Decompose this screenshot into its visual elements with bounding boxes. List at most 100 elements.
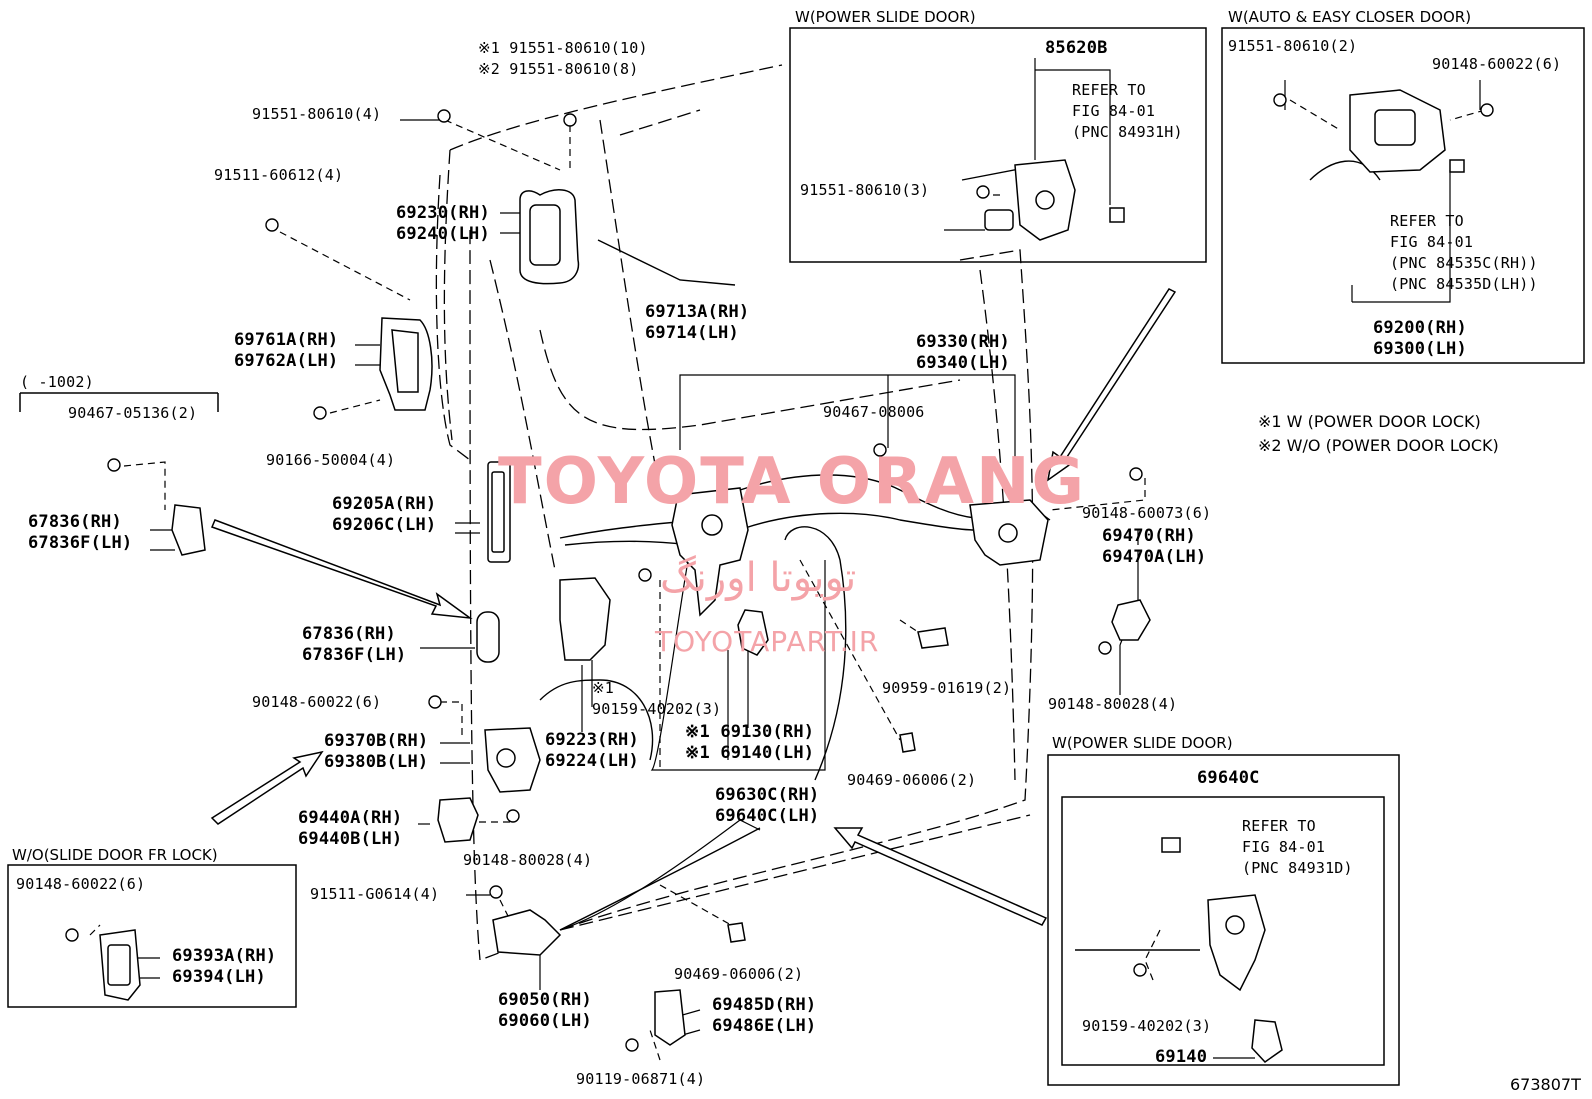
label-69486e: 69486E(LH) [712,1016,817,1036]
rear-lock-gear [998,523,1018,543]
label-91551-80610-8: ※2 91551-80610(8) [478,60,639,78]
label-91551-80610-4: 91551-80610(4) [252,105,382,123]
arrow-to-front-lock [210,750,324,825]
label-90166-50004: 90166-50004(4) [266,451,396,469]
lock-69393-inner [107,944,131,986]
label-69470: 69470(RH) [1102,526,1196,546]
label-91551-80610-2: 91551-80610(2) [1228,37,1358,55]
label-69300: 69300(LH) [1373,339,1467,359]
front-lock-gear [496,748,516,768]
lock-cover-small [171,504,206,556]
label-90148-80028-front: 90148-80028(4) [463,851,593,869]
watermark-main: TOYOTA ORANG [498,445,1087,519]
label-90159-40202-main: 90159-40202(3) [592,700,722,718]
power-slide-connector [1109,207,1125,223]
label-69140-box: 69140 [1155,1047,1208,1067]
label-90467-08006: 90467-08006 [823,403,925,421]
label-69380b: 69380B(LH) [324,752,429,772]
bottom-connector [1161,837,1181,853]
label-69762a: 69762A(LH) [234,351,339,371]
label-69240: 69240(LH) [396,224,490,244]
label-refer-a-2: FIG 84-01 [1072,102,1156,120]
label-69761a: 69761A(RH) [234,330,339,350]
label-91551-80610-10: ※1 91551-80610(10) [478,39,648,57]
label-69393a: 69393A(RH) [172,946,277,966]
arrow-to-top-box [1046,288,1177,482]
label-90148-60073: 90148-60073(6) [1082,504,1212,522]
outside-handle-grip [529,204,561,266]
title-power-slide-top: W(POWER SLIDE DOOR) [795,8,976,26]
legend-note-2: ※2 W/O (POWER DOOR LOCK) [1258,436,1499,455]
label-69230: 69230(RH) [396,203,490,223]
label-91511-g0614: 91511-G0614(4) [310,885,440,903]
label-refer-b-2: FIG 84-01 [1390,233,1474,251]
figure-code: 673807T [1510,1075,1581,1094]
label-69224: 69224(LH) [545,751,639,771]
label-69370b: 69370B(RH) [324,731,429,751]
label-refer-c-1: REFER TO [1242,817,1316,835]
lower-lock-69050 [492,909,562,956]
label-69640c-box: 69640C [1197,768,1260,788]
label-67836-top: 67836(RH) [28,512,122,532]
label-69440b: 69440B(LH) [298,829,403,849]
door-outline [435,64,1034,961]
inside-handle-69223 [559,577,611,661]
label-90467-05136: 90467-05136(2) [68,404,198,422]
box-power-slide-top [789,27,1207,263]
clip-90959 [917,627,949,649]
label-90959-01619: 90959-01619(2) [882,679,1012,697]
bottom-lock-assembly [1207,894,1266,992]
easy-closer-connector [1449,159,1465,173]
label-1002: ( -1002) [20,373,94,391]
label-69200: 69200(RH) [1373,318,1467,338]
inside-handle-inner [391,329,419,393]
label-90148-60022-closer: 90148-60022(6) [1432,55,1562,73]
label-90159-40202-box: 90159-40202(3) [1082,1017,1212,1035]
box-auto-easy-closer [1221,27,1585,364]
easy-closer-housing [1374,109,1416,146]
power-slide-gear [1035,190,1055,210]
label-refer-b-4: (PNC 84535D(LH)) [1390,275,1538,293]
clip-90469-b [727,922,746,943]
title-wo-slide-door: W/O(SLIDE DOOR FR LOCK) [12,846,218,864]
label-90469-06006-lower: 90469-06006(2) [674,965,804,983]
label-69640c-main: 69640C(LH) [715,806,820,826]
label-90148-60022-front: 90148-60022(6) [252,693,382,711]
label-91511-60612: 91511-60612(4) [214,166,344,184]
bracket-69485 [654,989,686,1046]
label-69060: 69060(LH) [498,1011,592,1031]
label-90119-06871: 90119-06871(4) [576,1070,706,1088]
label-69440a: 69440A(RH) [298,808,403,828]
title-auto-easy-closer: W(AUTO & EASY CLOSER DOOR) [1228,8,1472,26]
label-90148-60022-wo: 90148-60022(6) [16,875,146,893]
legend-note-1: ※1 W (POWER DOOR LOCK) [1258,412,1481,431]
box-power-slide-bottom-inner [1061,796,1385,1066]
rear-handle-inner [491,471,505,553]
view-arrows [210,288,1177,926]
striker [1111,599,1151,641]
arrow-to-cap [210,519,473,620]
label-85620b: 85620B [1045,38,1108,58]
center-lock-assembly [671,487,749,617]
label-69130: ※1 69130(RH) [685,722,815,742]
label-69205a: 69205A(RH) [332,494,437,514]
label-90469-06006-upper: 90469-06006(2) [847,771,977,789]
label-67836-mid: 67836(RH) [302,624,396,644]
label-69330: 69330(RH) [916,332,1010,352]
roller-69440 [437,797,479,843]
box-power-slide-bottom [1047,754,1400,1086]
label-refer-b-3: (PNC 84535C(RH)) [1390,254,1538,272]
box-wo-slide-door [7,864,297,1008]
label-refer-b-1: REFER TO [1390,212,1464,230]
bottom-motor-69140 [1251,1019,1283,1063]
watermark-farsi: تویوتا اورنگ [660,555,857,601]
label-69470a: 69470A(LH) [1102,547,1207,567]
label-refer-c-2: FIG 84-01 [1242,838,1326,856]
label-67836f-mid: 67836F(LH) [302,645,407,665]
label-90148-80028-rear: 90148-80028(4) [1048,695,1178,713]
label-note1-90159: ※1 [592,679,614,697]
label-69713a: 69713A(RH) [645,302,750,322]
bracket-1002 [19,392,219,412]
